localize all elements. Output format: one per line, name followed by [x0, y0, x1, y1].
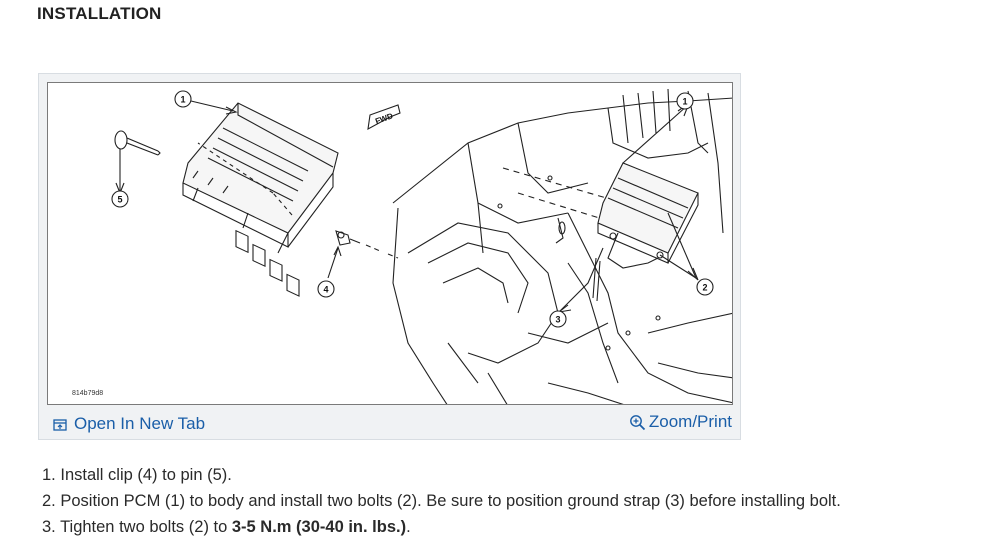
- vehicle-body: [392, 88, 732, 404]
- step-item: 1. Install clip (4) to pin (5).: [42, 464, 841, 490]
- step-number: 3.: [42, 518, 56, 536]
- step-text-tail: .: [406, 518, 411, 536]
- step-number: 1.: [42, 466, 56, 484]
- installation-steps: 1. Install clip (4) to pin (5). 2. Posit…: [42, 464, 841, 542]
- zoom-print-label: Zoom/Print: [648, 412, 732, 431]
- pcm-module-left: [182, 102, 339, 297]
- step-number: 2.: [42, 492, 56, 510]
- pcm-installation-diagram[interactable]: 1 5 4 1 3 2 FWD 814b79d8: [47, 82, 733, 405]
- callout-1-left: 1: [180, 95, 185, 105]
- callout-3: 3: [555, 315, 560, 325]
- step-text: Tighten two bolts (2) to: [60, 518, 232, 536]
- step-text: Install clip (4) to pin (5).: [60, 466, 232, 484]
- clip-part: [197, 142, 399, 279]
- fwd-arrow: [367, 104, 401, 131]
- callout-1-right: 1: [682, 97, 687, 107]
- pcm-module-right: [558, 101, 699, 313]
- callout-4: 4: [323, 285, 328, 295]
- callout-markers: 1 5 4 1 3 2 FWD: [111, 90, 714, 328]
- figure-card: 1 5 4 1 3 2 FWD 814b79d8 Open: [38, 73, 741, 440]
- zoom-in-icon: [629, 414, 646, 431]
- open-in-new-tab-label: Open In New Tab: [74, 414, 206, 433]
- figure-code: 814b79d8: [72, 390, 104, 397]
- callout-2: 2: [702, 283, 707, 293]
- zoom-print-link[interactable]: Zoom/Print: [629, 412, 732, 432]
- callout-5: 5: [117, 195, 122, 205]
- external-tab-icon: [53, 417, 67, 431]
- pin-part: [114, 130, 161, 195]
- page-title: INSTALLATION: [37, 4, 162, 23]
- step-item: 3. Tighten two bolts (2) to 3-5 N.m (30-…: [42, 516, 841, 542]
- diagram-drawing: 1 5 4 1 3 2 FWD: [111, 88, 732, 404]
- torque-spec: 3-5 N.m (30-40 in. lbs.): [231, 518, 407, 536]
- step-text: Position PCM (1) to body and install two…: [60, 492, 841, 510]
- step-item: 2. Position PCM (1) to body and install …: [42, 490, 841, 516]
- open-in-new-tab-link[interactable]: Open In New Tab: [53, 414, 205, 434]
